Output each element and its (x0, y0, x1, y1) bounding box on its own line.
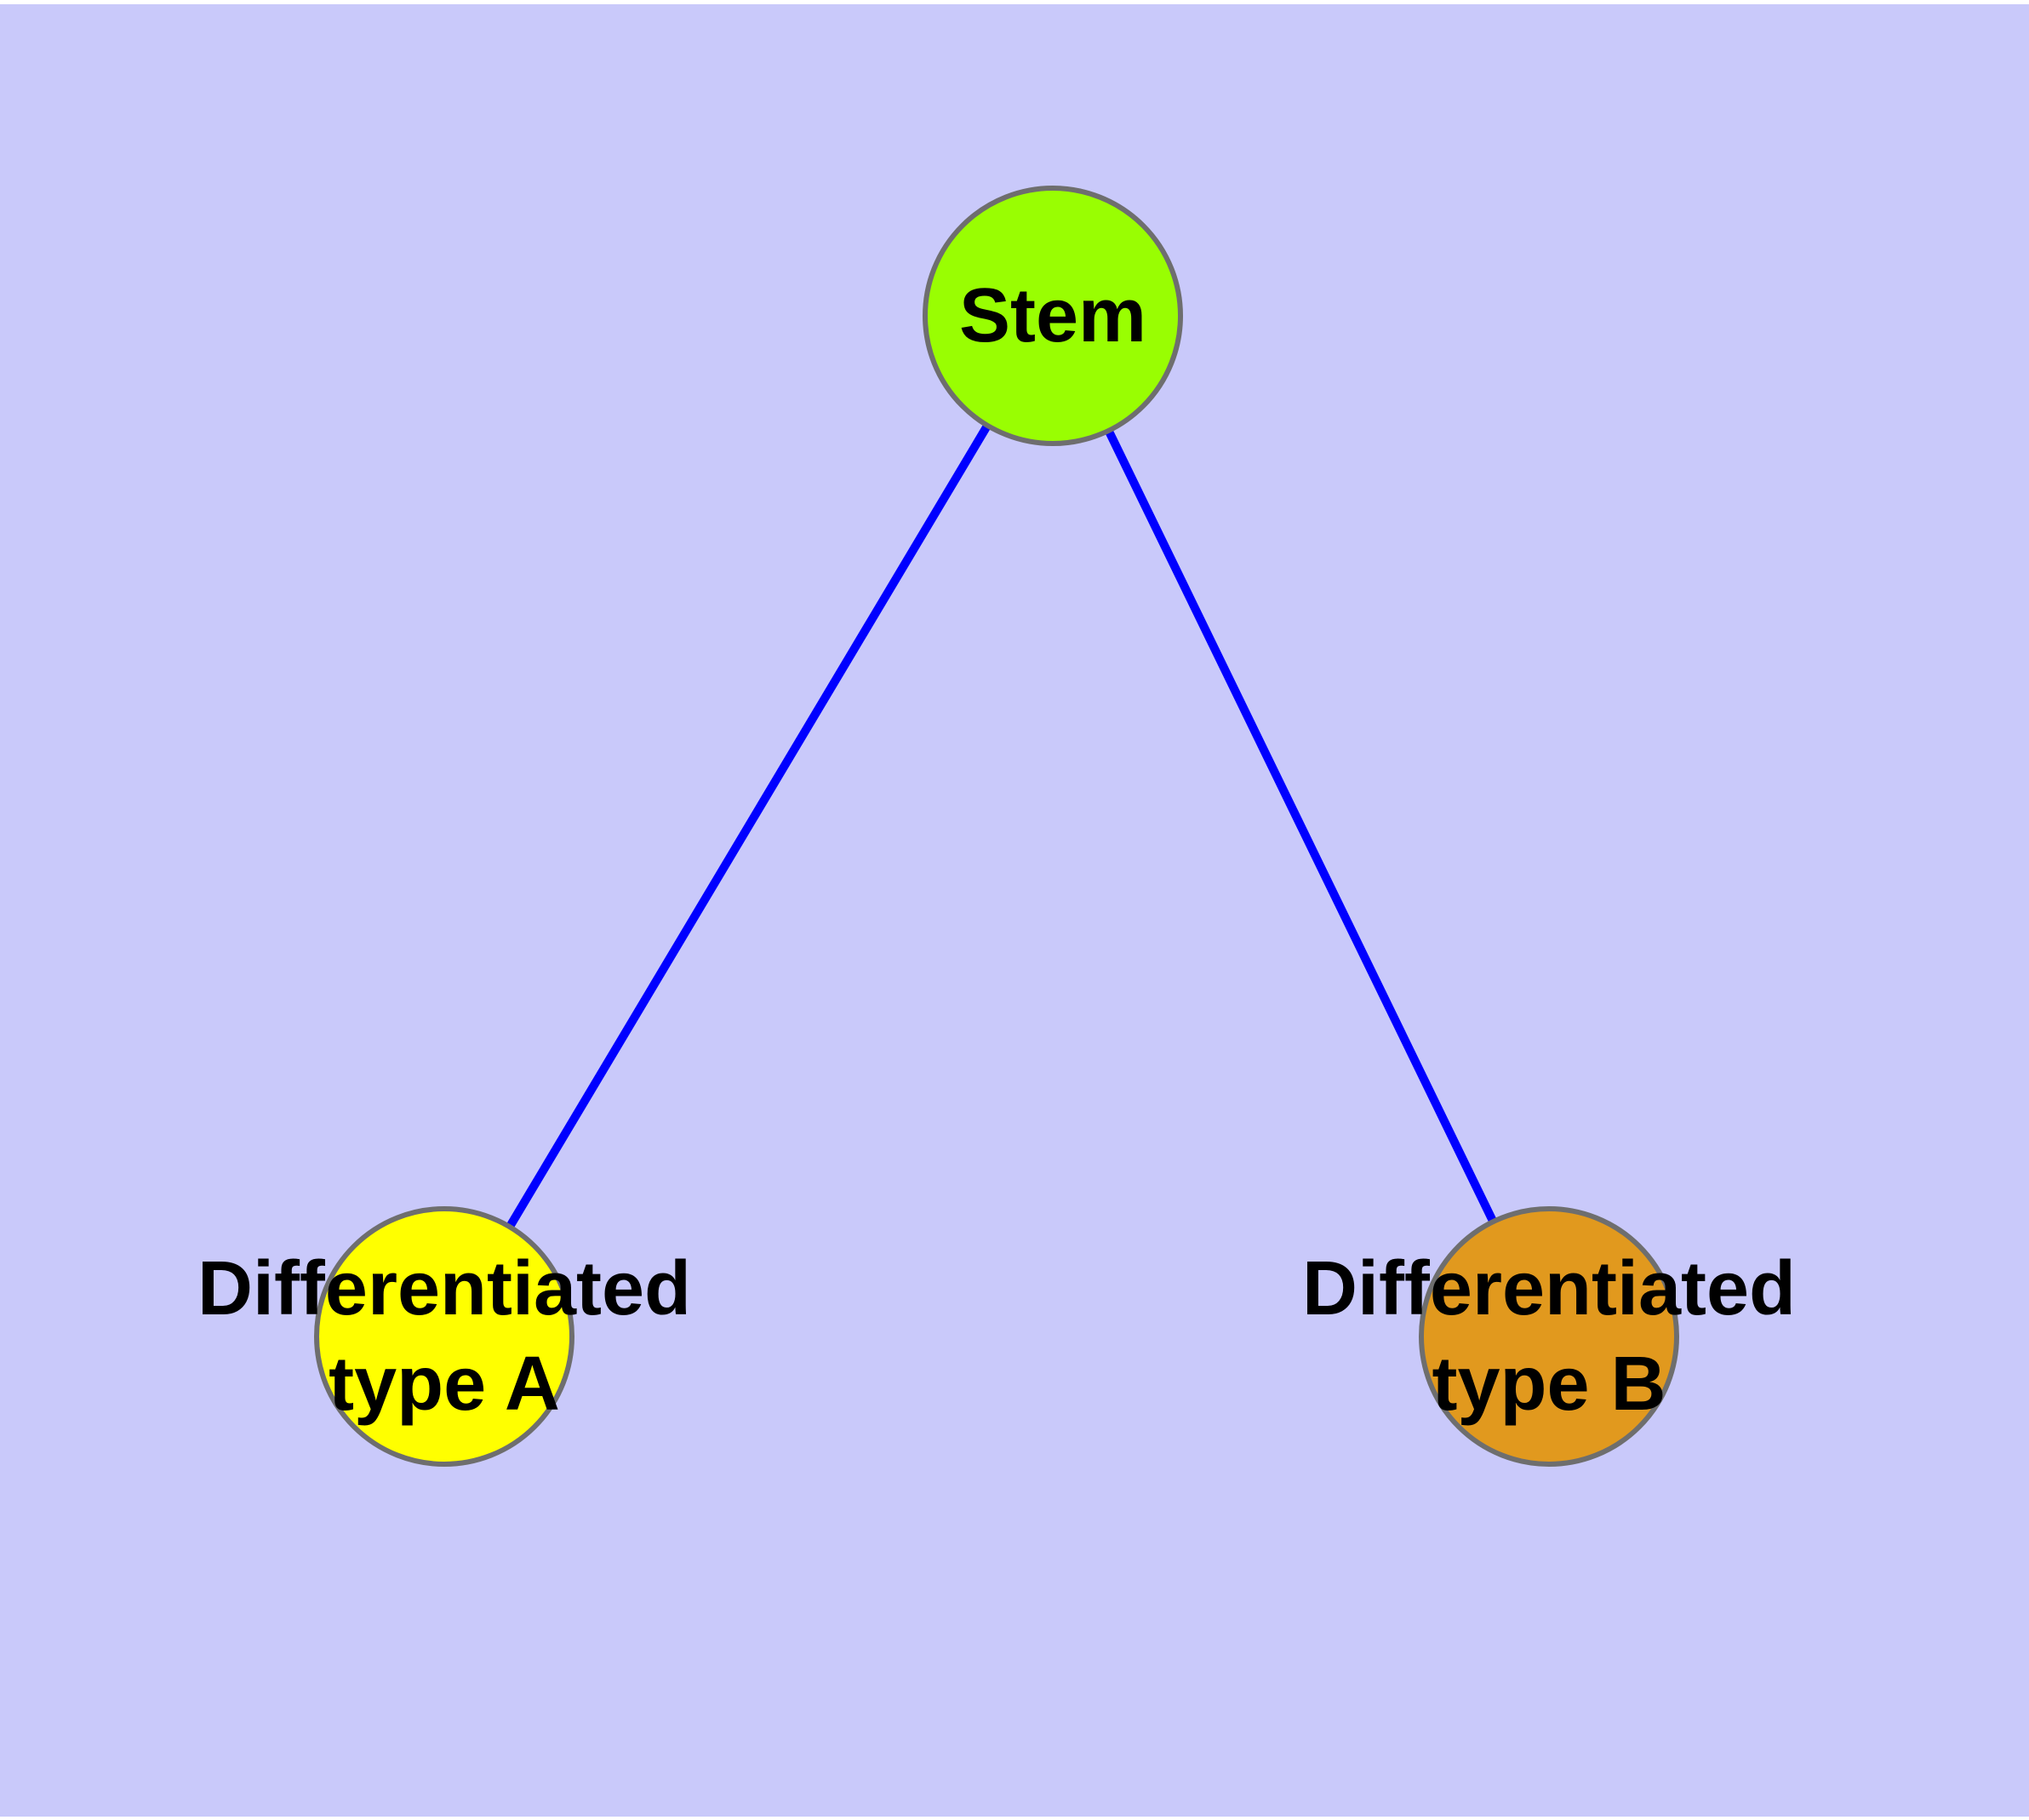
node-type-a-circle (314, 1206, 574, 1467)
node-type-a-label-line-2: type A (329, 1342, 560, 1427)
node-stem-label: Stem (712, 268, 1393, 363)
node-type-a-label: Differentiated type A (61, 1241, 827, 1432)
node-type-b-label-line-1: Differentiated (1301, 1246, 1797, 1331)
node-stem-circle (923, 186, 1183, 446)
edge-stem-to-type-b (1049, 313, 1553, 1339)
edge-stem-to-type-a (440, 313, 1057, 1339)
node-type-b-label-line-2: type B (1432, 1342, 1666, 1427)
node-stem-label-line-1: Stem (958, 273, 1147, 358)
node-type-b-label: Differentiated type B (1166, 1241, 1932, 1432)
node-type-b-circle (1419, 1206, 1679, 1467)
node-type-a-label-line-1: Differentiated (197, 1246, 692, 1331)
